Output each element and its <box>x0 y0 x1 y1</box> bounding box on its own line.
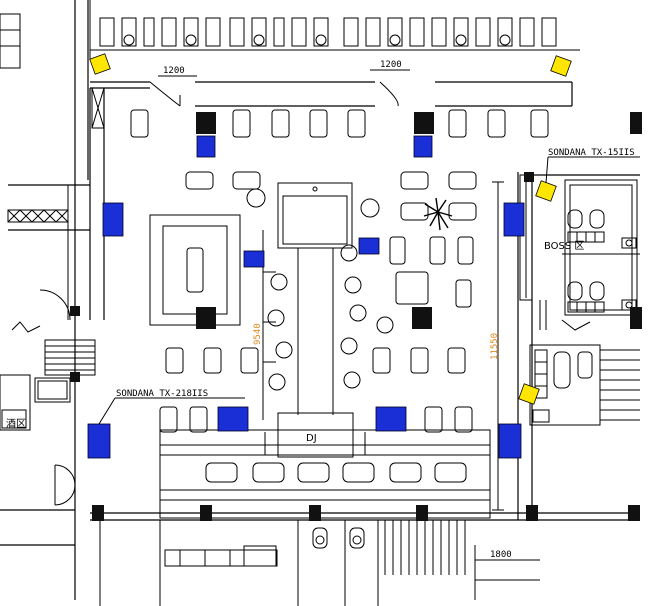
speaker-top-right <box>413 135 433 158</box>
boss-room <box>519 174 640 331</box>
speaker-top-left <box>196 135 216 158</box>
right-service-room <box>529 344 640 426</box>
dim-bottom-right: 1800 <box>490 550 512 560</box>
boss-room-label: BOSS 区 <box>544 240 584 252</box>
speakers <box>87 135 525 459</box>
dj-label: DJ <box>306 433 317 444</box>
monitor-service <box>518 383 540 405</box>
left-platform <box>149 214 241 326</box>
dimension-lines <box>158 69 540 561</box>
monitor-top-left <box>89 53 111 75</box>
lounge-seats <box>159 171 477 433</box>
left-lattice <box>7 185 76 320</box>
door-swings <box>39 81 399 506</box>
top-booth-row <box>89 0 580 60</box>
plant <box>423 197 453 231</box>
speaker-bottom-left <box>87 423 111 459</box>
dim-top-right: 1200 <box>380 60 402 70</box>
left-stairs <box>11 321 96 376</box>
speaker-sub-left <box>217 406 249 432</box>
bottom-rooms <box>99 520 540 606</box>
left-service-room <box>0 374 71 431</box>
dim-right-vertical: 11550 <box>490 333 500 360</box>
top-left-stair <box>0 13 21 69</box>
columns <box>70 112 642 521</box>
monitor-top-right <box>550 55 572 77</box>
speaker-sub-right <box>375 406 407 432</box>
speaker-bottom-right <box>498 423 522 459</box>
speaker-label-left: SONDANA TX-218IIS <box>116 389 208 399</box>
monitors <box>89 53 572 405</box>
speaker-right-wall <box>503 202 525 237</box>
speaker-stage-right <box>358 237 380 255</box>
front-seat-row <box>130 109 549 138</box>
speaker-stage-left <box>243 250 265 268</box>
monitor-boss <box>535 180 557 202</box>
leader-lines <box>98 156 640 425</box>
left-room-label: 酒区 <box>6 418 26 430</box>
round-tables <box>246 188 394 391</box>
speaker-left-wall <box>102 202 124 237</box>
speaker-label-right: SONDANA TX-15IIS <box>548 148 635 158</box>
dim-top-left: 1200 <box>163 66 185 76</box>
dim-stage-vertical: 9540 <box>253 323 263 345</box>
bar-counter <box>159 429 491 519</box>
